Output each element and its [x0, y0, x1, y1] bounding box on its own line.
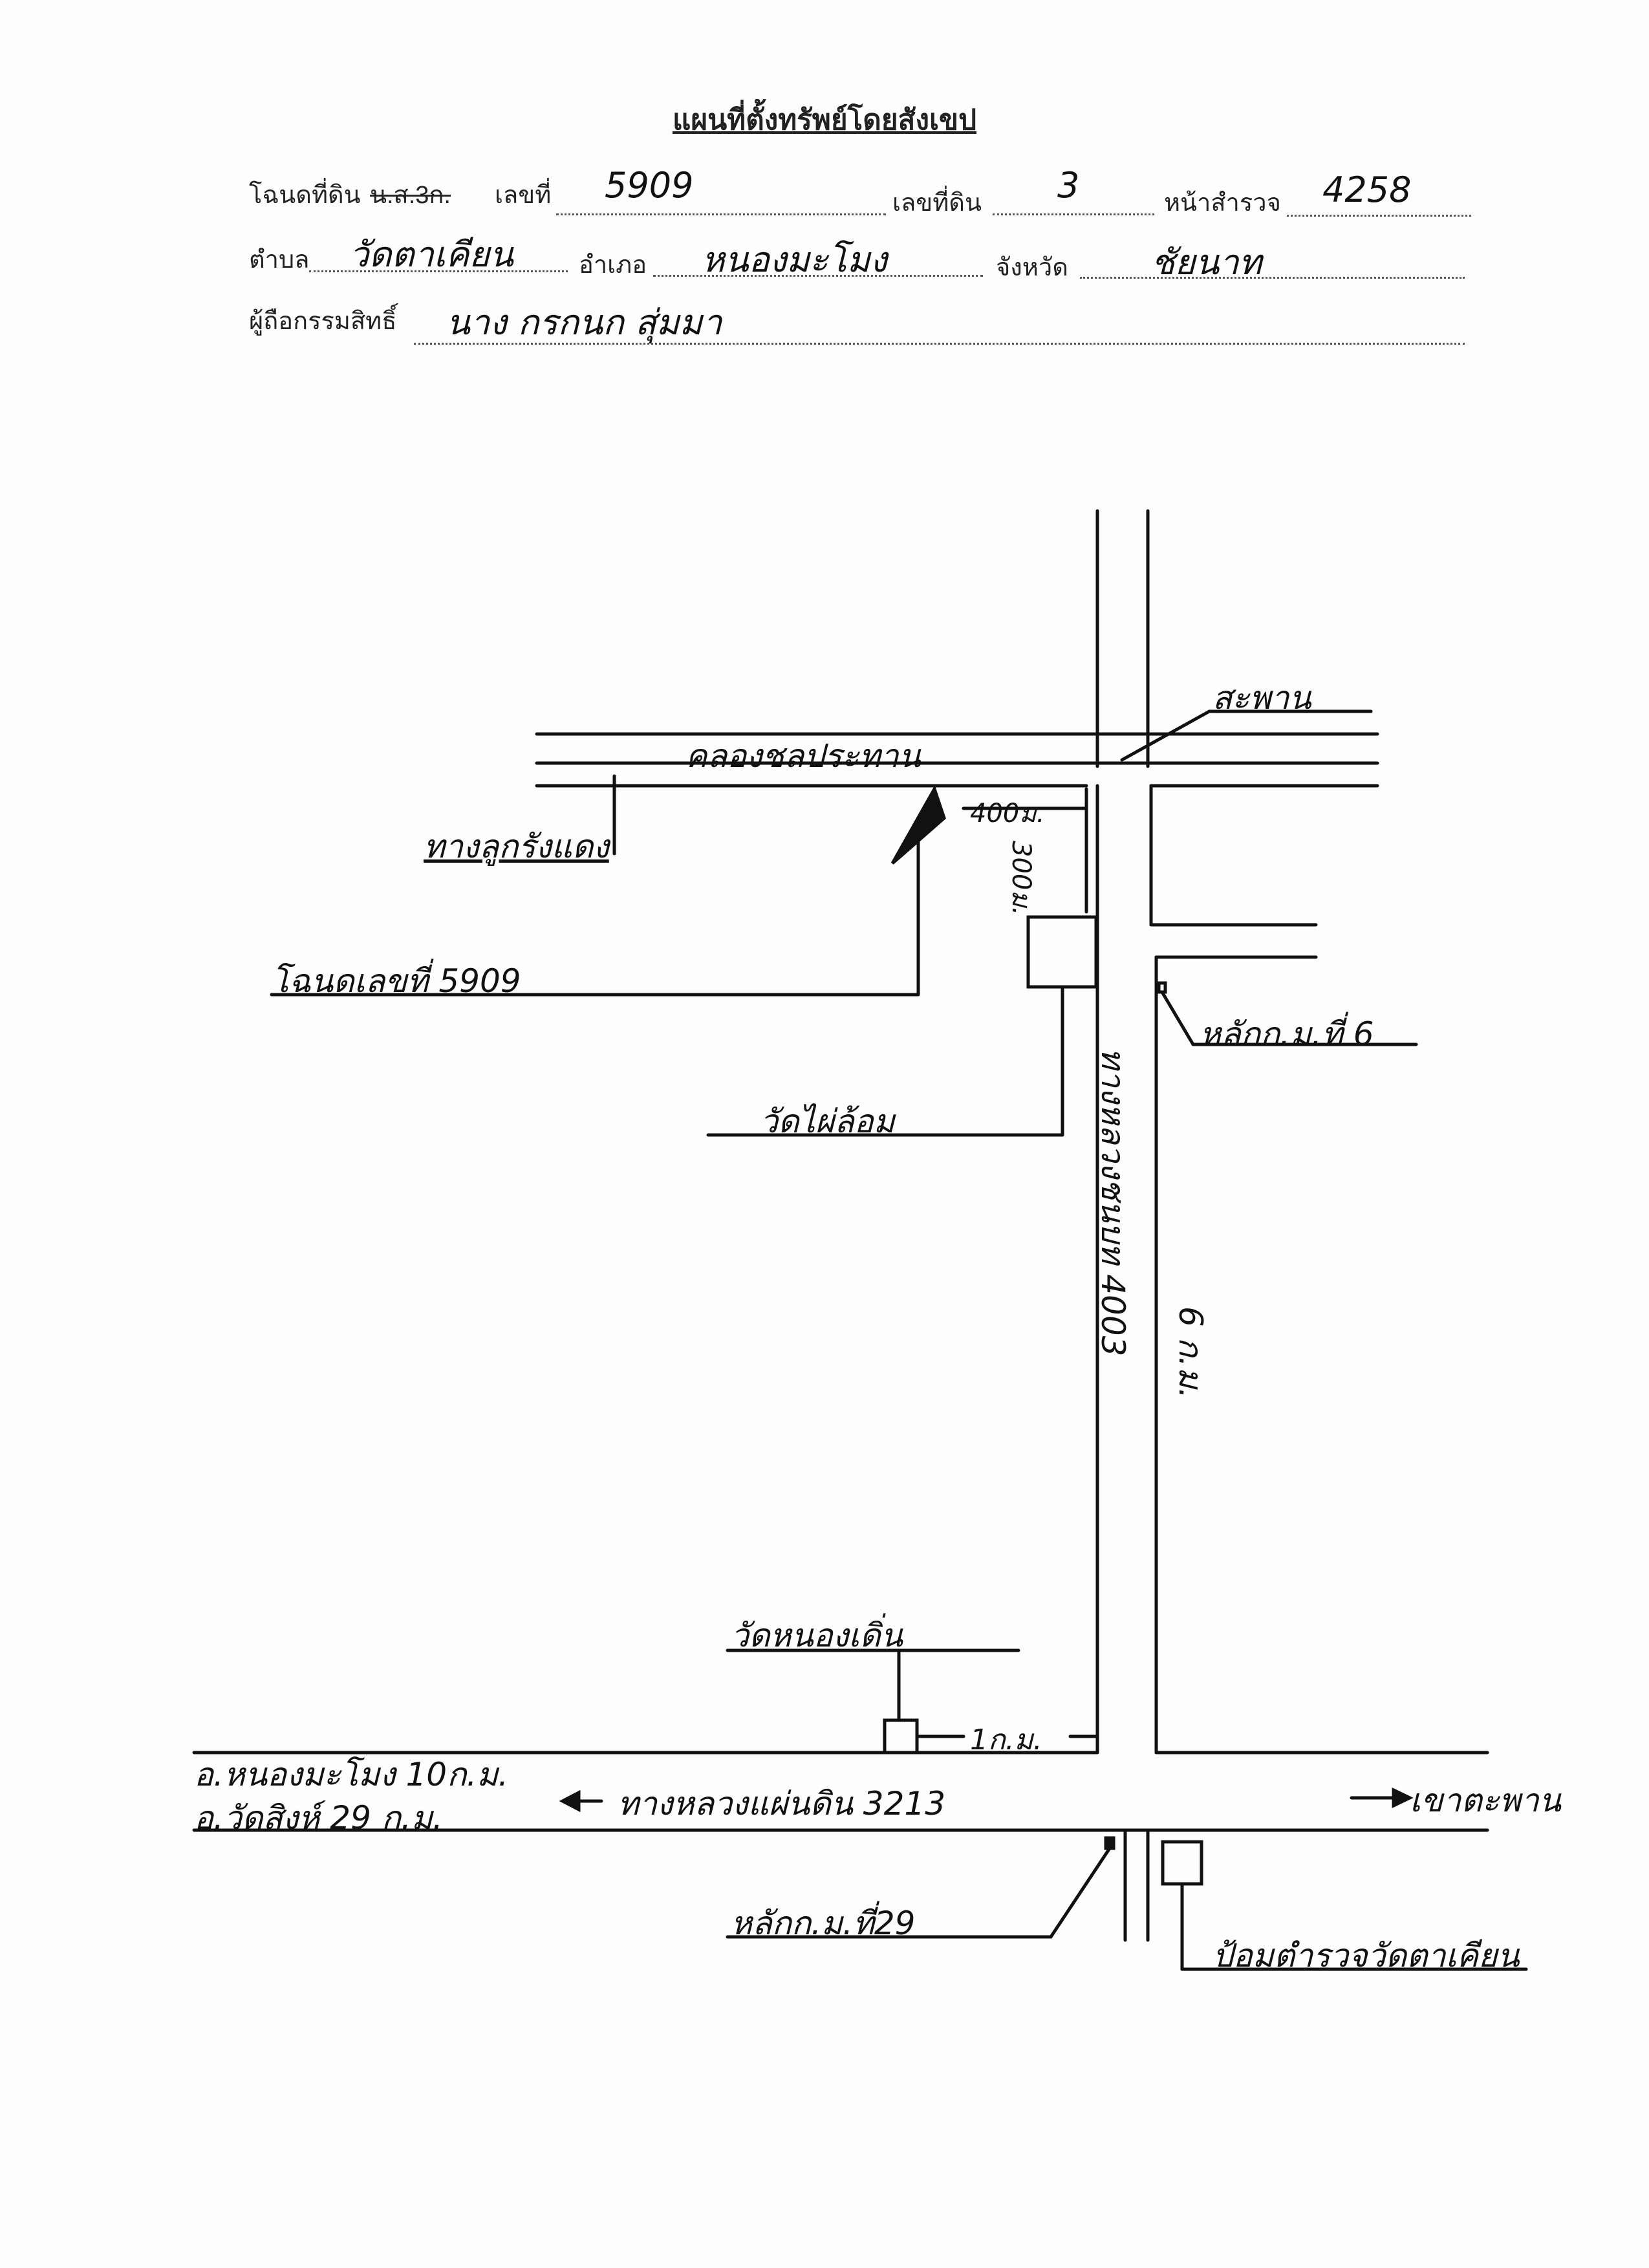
- bridge-pointer: [1120, 709, 1211, 762]
- to-nong-mamong-label: อ.หนองมะโมง 10ก.ม.: [194, 1756, 509, 1793]
- lane-label: ทางลูกรังแดง: [424, 828, 609, 865]
- tambon-dotted-line: [309, 270, 568, 272]
- province-dotted-line: [1080, 277, 1465, 279]
- dist-300m-label: 300ม.: [1006, 841, 1036, 916]
- temple-phai-lom-box: [1026, 915, 1098, 989]
- survey-page-dotted-line: [1287, 215, 1471, 217]
- km-post-29-label: หลักก.ม.ที่29: [731, 1905, 916, 1942]
- page-title: แผนที่ตั้งทรัพย์โดยสังเขป: [672, 104, 977, 136]
- province-label: จังหวัด: [996, 254, 1068, 281]
- number-dotted-line: [556, 213, 886, 215]
- tambon-label: ตำบล: [249, 246, 310, 274]
- dist-400m-label: 400ม.: [970, 799, 1045, 828]
- land-no-value: 3: [1057, 165, 1080, 206]
- km-post-6-pointer: [1160, 990, 1195, 1046]
- amphoe-value: หนองมะโมง: [702, 239, 887, 280]
- road-4003-label: ทางหลวงชนบท 4003: [1094, 1048, 1132, 1357]
- deed-pointer-label: โฉนดเลขที่ 5909: [272, 962, 521, 1000]
- to-khao-taphan-label: เขาตะพาน: [1410, 1782, 1561, 1819]
- temple-phai-lom-label: วัดไผ่ล้อม: [760, 1103, 895, 1140]
- survey-page-label: หน้าสำรวจ: [1164, 189, 1281, 217]
- arrow-west-icon: [559, 1789, 581, 1813]
- km-post-29-pointer: [1049, 1846, 1112, 1939]
- number-label: เลขที่: [495, 182, 552, 209]
- police-post-box: [1161, 1840, 1203, 1886]
- owner-dotted-line: [414, 343, 1465, 345]
- province-value: ชัยนาท: [1151, 242, 1262, 283]
- bridge-label: สะพาน: [1212, 679, 1311, 717]
- to-wat-sing-label: อ.วัดสิงห์ 29 ก.ม.: [194, 1799, 443, 1837]
- owner-label: ผู้ถือกรรมสิทธิ์: [249, 308, 397, 335]
- temple-nong-den-label: วัดหนองเดิ่น: [731, 1617, 903, 1654]
- dist-6km-label: 6 ก.ม.: [1172, 1306, 1209, 1399]
- dist-1km-label: 1ก.ม.: [970, 1723, 1042, 1756]
- canal-label: คลองชลประทาน: [685, 737, 921, 775]
- highway-3213-label: ทางหลวงแผ่นดิน 3213: [618, 1785, 946, 1822]
- deed-struck-type: น.ส.3ก.: [370, 182, 451, 209]
- survey-page-value: 4258: [1322, 169, 1412, 210]
- land-no-dotted-line: [993, 213, 1154, 215]
- tambon-value: วัดตาเคียน: [349, 234, 513, 275]
- amphoe-label: อำเภอ: [579, 252, 647, 279]
- temple-nong-den-box: [883, 1718, 919, 1755]
- police-post-label: ป้อมตำรวจวัดตาเคียน: [1212, 1937, 1520, 1974]
- arrow-east-icon: [1392, 1787, 1414, 1808]
- km-post-6-label: หลักก.ม.ที่ 6: [1200, 1015, 1374, 1053]
- amphoe-dotted-line: [653, 275, 983, 277]
- owner-value: นาง กรกนก สุ่มมา: [446, 302, 722, 343]
- deed-number-value: 5909: [605, 165, 694, 206]
- deed-label: โฉนดที่ดิน: [249, 182, 361, 209]
- land-no-label: เลขที่ดิน: [892, 189, 982, 217]
